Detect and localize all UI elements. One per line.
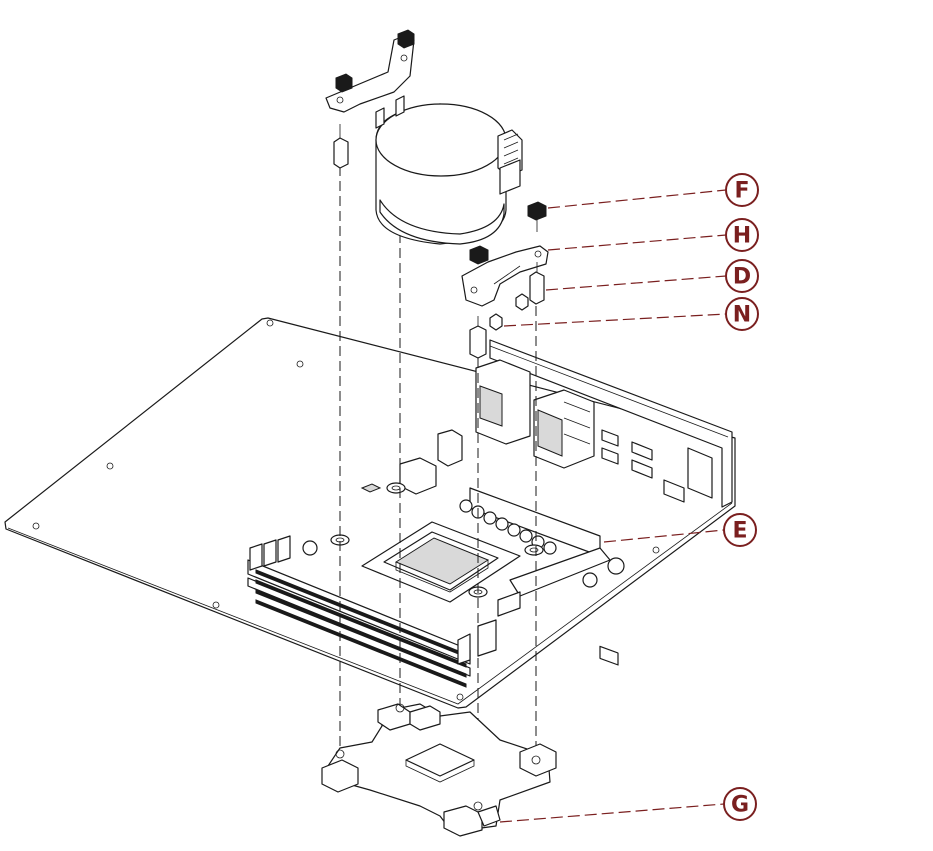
standoff-left: [469, 316, 487, 359]
callout-E: E: [723, 513, 757, 547]
bracket-H: [461, 245, 549, 307]
io-shield: [489, 339, 733, 666]
callout-G: G: [723, 787, 757, 821]
callout-label-D: D: [733, 265, 751, 290]
thumbscrew-F: [527, 201, 547, 232]
callout-label-E: E: [732, 519, 747, 544]
callout-label-G: G: [731, 793, 749, 818]
memory-slots: [247, 535, 497, 688]
callout-leaders: [499, 189, 727, 823]
screw-N: [489, 293, 529, 331]
motherboard: [4, 317, 736, 709]
callout-F: F: [725, 173, 759, 207]
rear-port-stacks: [475, 359, 595, 469]
callout-D: D: [725, 259, 759, 293]
thumbscrew-left: [469, 245, 489, 265]
backplate-G: [321, 703, 557, 837]
cpu-socket: [361, 521, 521, 603]
callout-N: N: [725, 297, 759, 331]
board-standoff-washers: [330, 482, 544, 598]
callout-H: H: [725, 218, 759, 252]
callout-label-H: H: [733, 224, 751, 249]
pump-cooler: [375, 103, 523, 245]
standoff-D: [529, 262, 545, 305]
top-mounting-bracket-left: [325, 29, 415, 169]
vrm-components: [302, 487, 625, 617]
callout-label-F: F: [734, 179, 749, 204]
chipset: [360, 429, 463, 495]
callout-label-N: N: [733, 303, 751, 328]
